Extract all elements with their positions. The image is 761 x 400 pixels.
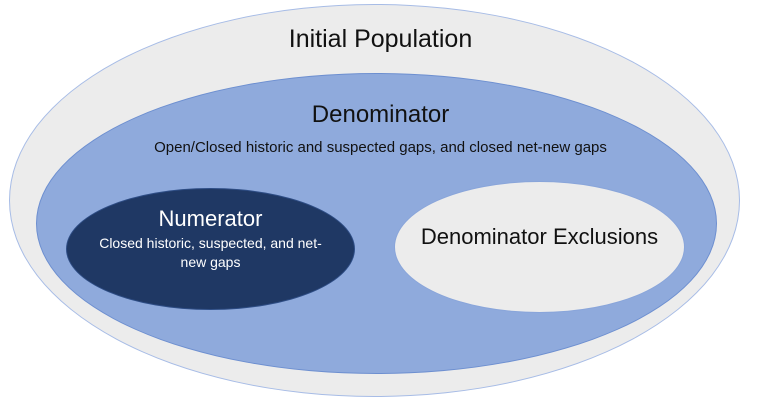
numerator-ellipse [66,188,355,310]
initial-population-label: Initial Population [288,25,473,53]
denominator-exclusions-ellipse [394,181,685,313]
denominator-subtitle: Open/Closed historic and suspected gaps,… [154,139,607,156]
numerator-subtitle: Closed historic, suspected, and net-new … [99,235,322,270]
denominator-exclusions-label: Denominator Exclusions [420,224,659,249]
denominator-label: Denominator [311,101,450,128]
numerator-text-block: Numerator Closed historic, suspected, an… [66,206,355,271]
numerator-label: Numerator [158,206,263,231]
